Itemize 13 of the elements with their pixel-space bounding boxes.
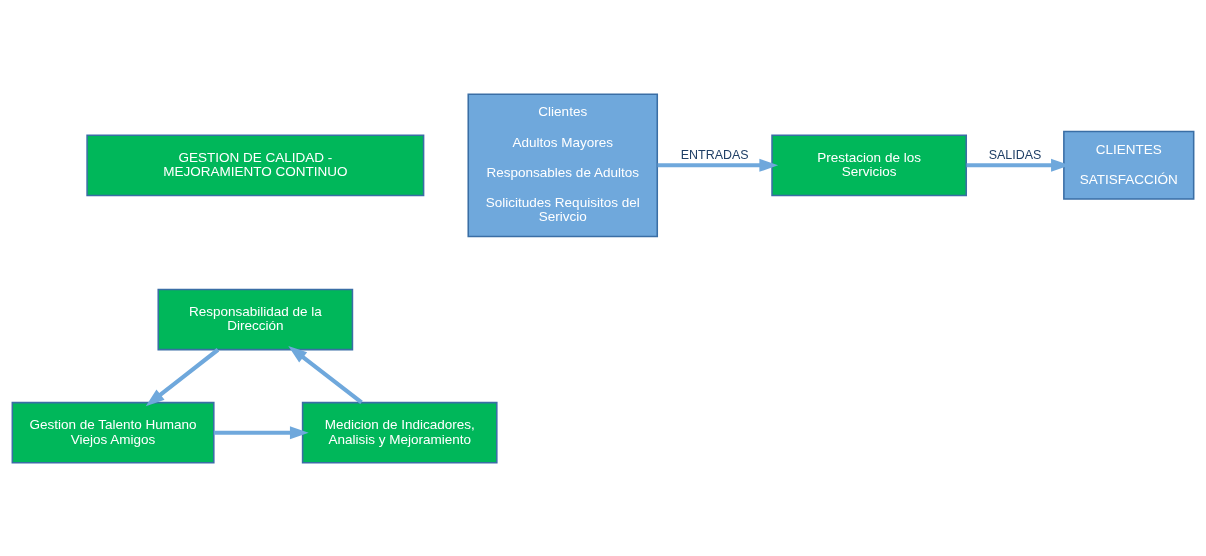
- arrow: [213, 425, 309, 439]
- arrow: [145, 347, 220, 406]
- node-box: Clientes Adultos Mayores Responsables de Adultos Solicitudes Requisitos del Serivcio: [467, 92, 659, 237]
- edge-label: ENTRADAS: [680, 147, 749, 162]
- node-box: Gestion de Talento Humano Viejos Amigos: [11, 401, 215, 464]
- arrow: [288, 345, 363, 404]
- edge-label: SALIDAS: [988, 147, 1042, 162]
- arrow: [657, 158, 779, 172]
- node-box: GESTION DE CALIDAD - MEJORAMIENTO CONTINUO: [86, 133, 425, 196]
- node-box: CLIENTES SATISFACCIÓN: [1063, 130, 1195, 200]
- node-box: Responsabilidad de la Dirección: [157, 288, 354, 350]
- node-box: Prestacion de los Servicios: [771, 133, 967, 196]
- node-box: Medicion de Indicadores, Analisis y Mejoramiento: [301, 401, 498, 464]
